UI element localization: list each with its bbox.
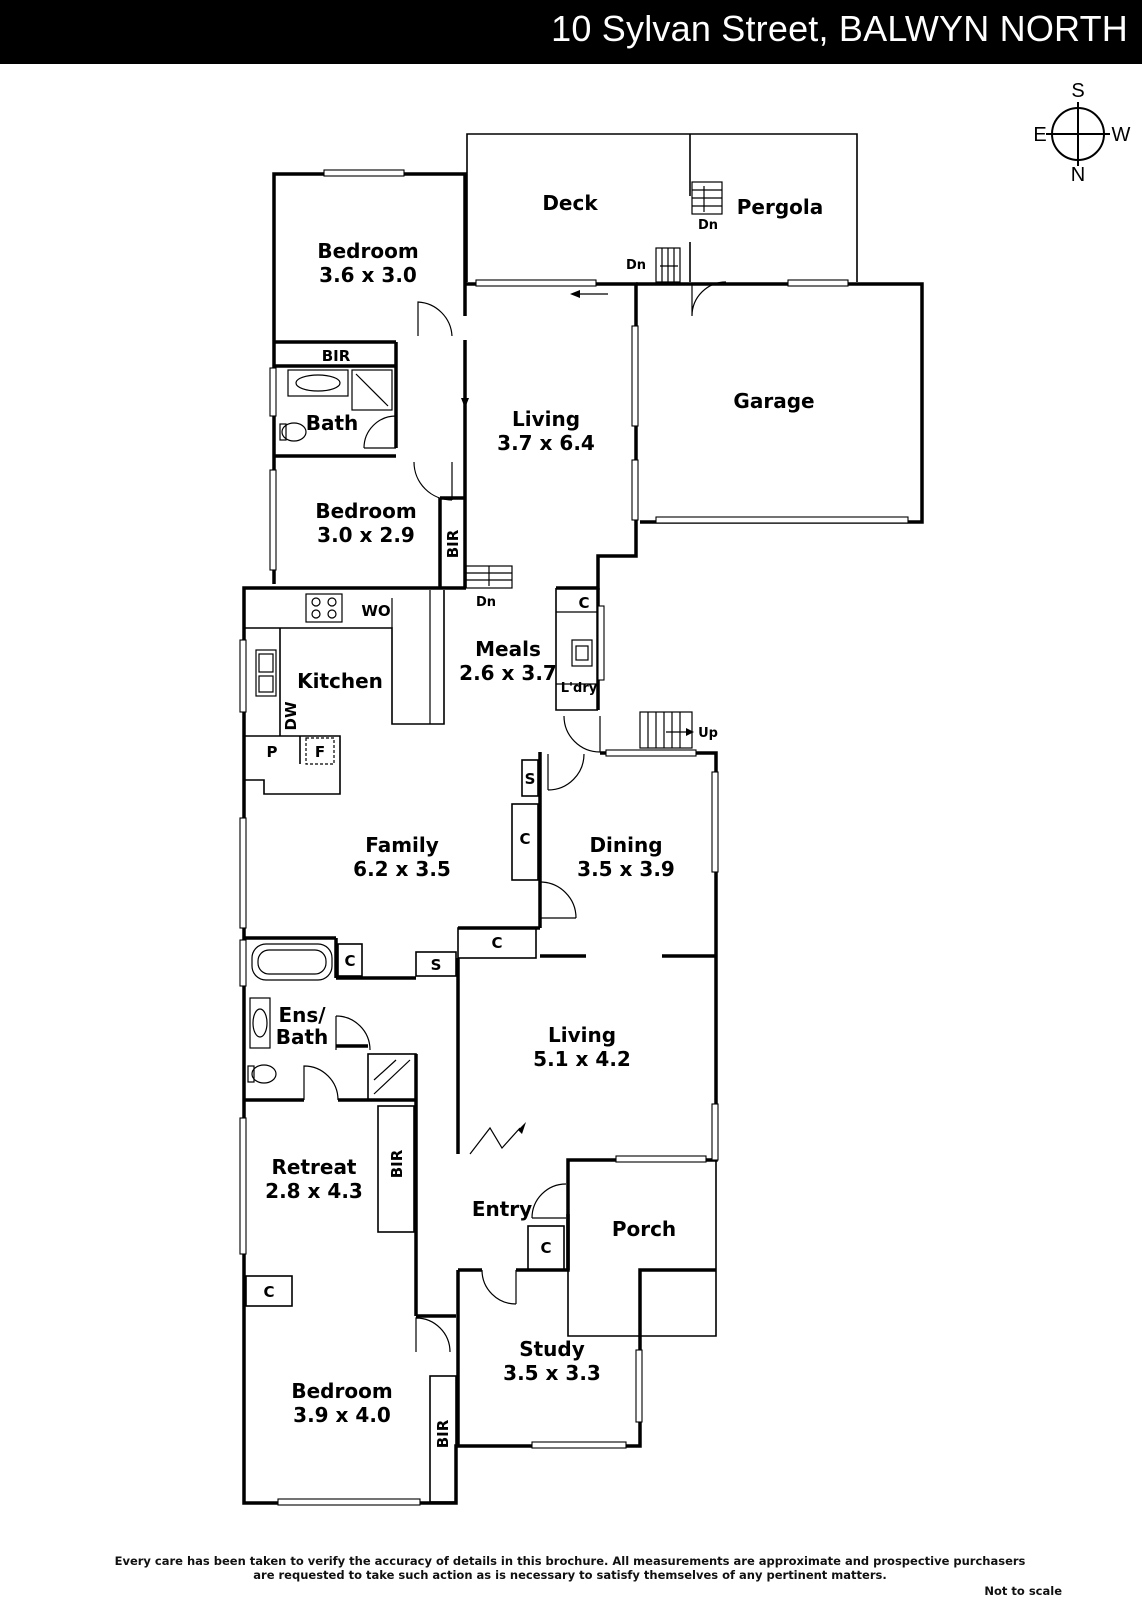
bir-label-4: BIR: [434, 1419, 452, 1448]
retreat-dims: 2.8 x 4.3: [265, 1179, 363, 1203]
bir-label-2: BIR: [444, 529, 462, 558]
cupboard-label-retreat: C: [263, 1283, 274, 1301]
kitchen-name: Kitchen: [297, 669, 383, 693]
kitchen-fixtures: [244, 588, 694, 795]
living2-name: Living: [548, 1023, 616, 1047]
outdoor-areas: [466, 133, 858, 317]
living1-name: Living: [512, 407, 580, 431]
property-address: 10 Sylvan Street, BALWYN NORTH: [551, 8, 1128, 49]
dining-name: Dining: [589, 833, 662, 857]
compass-south: S: [1071, 80, 1084, 102]
dishwasher-label: DW: [282, 701, 300, 730]
pantry-label: P: [267, 743, 278, 761]
down-label-pergola: Dn: [698, 218, 718, 233]
living2-dims: 5.1 x 4.2: [533, 1047, 631, 1071]
laundry-label: L'dry: [561, 681, 598, 696]
bedroom1-dims: 3.6 x 3.0: [319, 263, 417, 287]
storage-label-2: S: [431, 956, 442, 974]
header-bar: 10 Sylvan Street, BALWYN NORTH: [0, 0, 1142, 64]
bedroom1-name: Bedroom: [317, 239, 418, 263]
meals-dims: 2.6 x 3.7: [459, 661, 557, 685]
dining-dims: 3.5 x 3.9: [577, 857, 675, 881]
bedroom2-dims: 3.0 x 2.9: [317, 523, 415, 547]
bedroom3-name: Bedroom: [291, 1379, 392, 1403]
interior-walls-upper: [274, 290, 608, 590]
study-name: Study: [519, 1337, 585, 1361]
garage-area: [636, 279, 924, 524]
living1-dims: 3.7 x 6.4: [497, 431, 595, 455]
bir-label-1: BIR: [322, 347, 351, 365]
interior-walls-lower: [244, 936, 567, 1503]
storage-label-1: S: [525, 770, 536, 788]
cupboard-label-entry: C: [540, 1239, 551, 1257]
garage-name: Garage: [733, 389, 814, 413]
compass-north: N: [1071, 164, 1085, 186]
bedroom3-dims: 3.9 x 4.0: [293, 1403, 391, 1427]
pergola-name: Pergola: [737, 195, 824, 219]
up-label: Up: [698, 726, 718, 741]
wall-oven-label: WO: [361, 602, 390, 620]
study-dims: 3.5 x 3.3: [503, 1361, 601, 1385]
compass-east: E: [1033, 124, 1046, 146]
interior-walls-mid: [415, 752, 716, 1155]
entry-name: Entry: [472, 1197, 532, 1221]
bedroom2-name: Bedroom: [315, 499, 416, 523]
windows: [239, 169, 719, 1506]
down-label-deck: Dn: [626, 258, 646, 273]
ensuite-name-2: Bath: [276, 1025, 329, 1049]
cupboard-label-laundry: C: [578, 594, 589, 612]
fridge-label: F: [315, 743, 325, 761]
retreat-name: Retreat: [271, 1155, 356, 1179]
porch-name: Porch: [612, 1217, 676, 1241]
family-name: Family: [365, 833, 439, 857]
ensuite-name-1: Ens/: [278, 1003, 326, 1027]
disclaimer-line-2: are requested to take such action as is …: [253, 1568, 887, 1582]
not-to-scale-note: Not to scale: [984, 1584, 1062, 1598]
bath-name: Bath: [306, 411, 359, 435]
cupboard-label-family: C: [519, 830, 530, 848]
fixture-labels: BIR BIR BIR BIR WO DW P F C L'dry S C C …: [263, 218, 718, 1448]
down-label-living: Dn: [476, 595, 496, 610]
family-dims: 6.2 x 3.5: [353, 857, 451, 881]
cupboard-label-dining: C: [491, 934, 502, 952]
disclaimer: Every care has been taken to verify the …: [60, 1554, 1080, 1582]
meals-name: Meals: [475, 637, 541, 661]
compass-icon: S E W N: [1033, 80, 1130, 186]
bath-fixtures: [279, 369, 393, 442]
deck-name: Deck: [542, 191, 598, 215]
compass-west: W: [1112, 124, 1131, 146]
room-labels: Bedroom 3.6 x 3.0 Bedroom 3.0 x 2.9 Livi…: [265, 191, 823, 1427]
cupboard-label-ensuite: C: [344, 952, 355, 970]
bir-label-3: BIR: [388, 1149, 406, 1178]
disclaimer-line-1: Every care has been taken to verify the …: [114, 1554, 1026, 1568]
